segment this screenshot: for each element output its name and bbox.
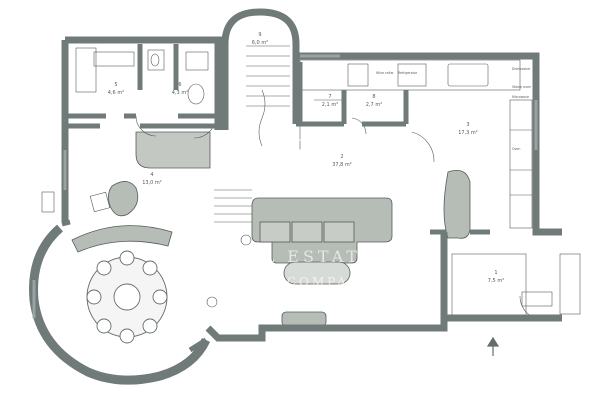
entrance-arrow — [486, 336, 500, 356]
room-number: 1 — [494, 270, 497, 276]
room-area: 6,0 m² — [252, 40, 268, 46]
appliance-labels: Wine cellar Refrigerator Dishwasher Stea… — [376, 67, 531, 151]
watermark-line2: COMPANY — [287, 275, 373, 289]
room-number: 7 — [328, 94, 331, 100]
room-number: 6 — [178, 82, 181, 88]
watermark-line1: REAL ESTATES — [216, 247, 391, 266]
room-number: 4 — [150, 172, 153, 178]
dining-chair — [96, 260, 112, 276]
sofa-cushion — [259, 221, 291, 243]
watermark-tagline: REAL ESTATE COMPANY — [273, 172, 326, 177]
dining-chair — [96, 318, 112, 334]
interior-lines — [41, 45, 581, 321]
room-number: 5 — [114, 82, 117, 88]
room-labels: 1 7,5 m² 2 37,8 m² 3 17,3 m² 4 13,0 m² 5… — [108, 32, 504, 284]
room-area: 7,5 m² — [488, 278, 504, 284]
dining-set — [86, 250, 168, 344]
dining-chair — [119, 250, 135, 266]
sideboard — [281, 311, 327, 327]
sofa-cushion — [323, 221, 355, 243]
dining-chair — [119, 328, 135, 344]
walls — [29, 8, 562, 385]
armchair — [108, 181, 139, 217]
curved-bench — [71, 225, 173, 253]
appliance-label: Oven — [512, 147, 520, 151]
dining-chair — [142, 318, 158, 334]
window — [32, 54, 538, 318]
appliance-label: Refrigerator — [398, 71, 418, 75]
appliance-label: Steam oven — [512, 85, 531, 89]
appliance-label: Dishwasher — [512, 67, 531, 71]
room-area: 4,3 m² — [172, 90, 188, 96]
coffee-table — [283, 261, 351, 285]
room-area: 37,8 m² — [332, 162, 352, 168]
curved-lounge — [443, 169, 471, 239]
room-area: 13,0 m² — [142, 180, 162, 186]
room-number: 2 — [340, 154, 343, 160]
room-area: 4,6 m² — [108, 90, 124, 96]
rotunda-wall — [29, 224, 211, 385]
watermark: RFC REAL ESTATE COMPANY REAL ESTATES COM… — [216, 139, 391, 289]
furniture — [71, 131, 471, 327]
dining-chair — [152, 289, 168, 305]
desk — [135, 131, 211, 169]
room-area: 17,3 m² — [458, 130, 478, 136]
sofa-cushion — [291, 221, 323, 243]
room-area: 2,1 m² — [322, 102, 338, 108]
appliance-label: Microwave — [512, 95, 529, 99]
room-number: 8 — [372, 94, 375, 100]
tower-wall — [221, 8, 300, 130]
watermark-logo-box — [273, 139, 325, 169]
dining-chair — [86, 289, 102, 305]
table-center — [113, 283, 141, 311]
dining-chair — [142, 260, 158, 276]
room-number: 3 — [466, 122, 469, 128]
appliance-label: Wine cellar — [376, 71, 394, 75]
room-number: 9 — [258, 32, 261, 38]
room-area: 2,7 m² — [366, 102, 382, 108]
interior-wall — [61, 44, 490, 353]
watermark-logo: RFC — [286, 147, 313, 161]
